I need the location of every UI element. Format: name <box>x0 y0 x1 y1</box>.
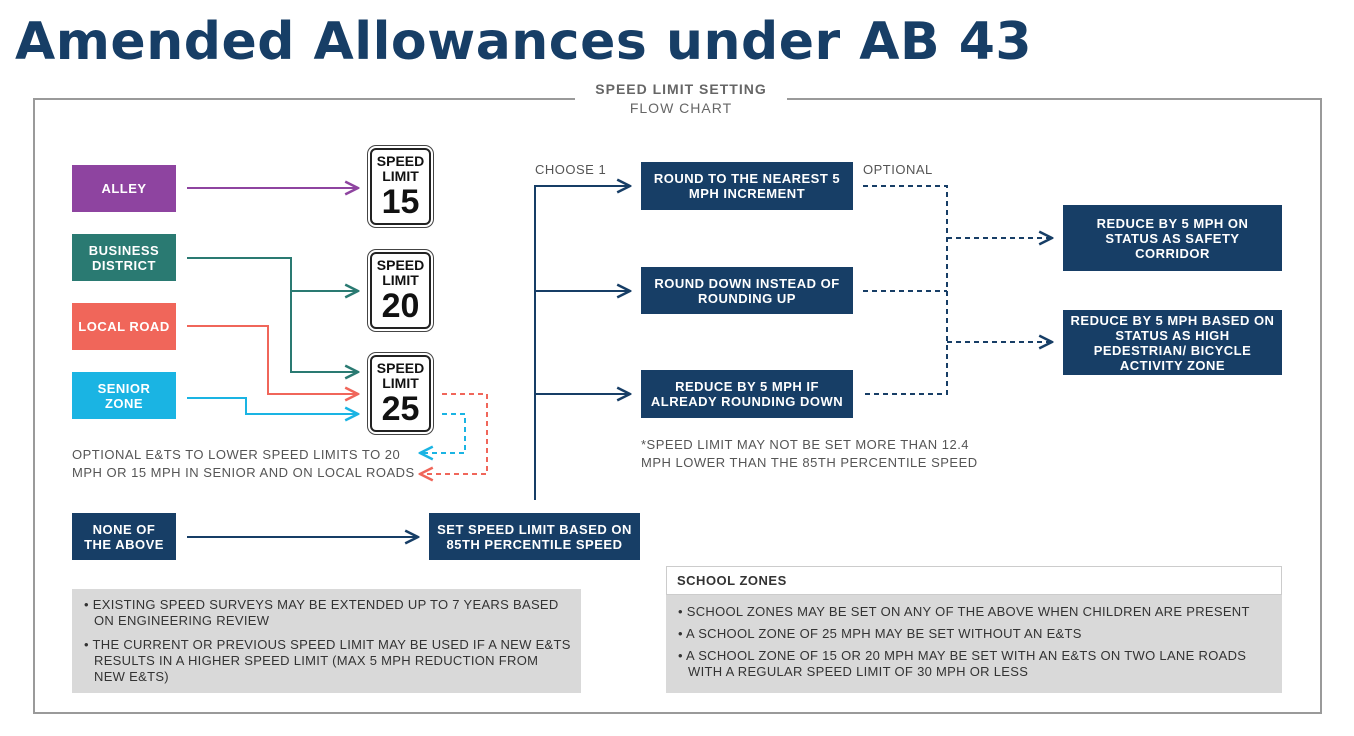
flowchart-title: SPEED LIMIT SETTING <box>595 81 767 97</box>
set-speed-limit-box: SET SPEED LIMIT BASED ON 85TH PERCENTILE… <box>429 513 640 560</box>
sign-text: SPEED <box>376 360 425 376</box>
school-zone-item: • SCHOOL ZONES MAY BE SET ON ANY OF THE … <box>678 604 1250 619</box>
category-senior-zone: SENIOR ZONE <box>72 372 176 419</box>
reduce-pedestrian-zone: REDUCE BY 5 MPH BASED ON STATUS AS HIGH … <box>1063 310 1282 375</box>
flowchart-subtitle: FLOW CHART <box>629 100 733 116</box>
school-zones-notes: • SCHOOL ZONES MAY BE SET ON ANY OF THE … <box>666 595 1282 693</box>
footnote-line: MPH LOWER THAN THE 85TH PERCENTILE SPEED <box>641 455 978 470</box>
note-line: MPH OR 15 MPH IN SENIOR AND ON LOCAL ROA… <box>72 465 415 480</box>
note-item: • THE CURRENT OR PREVIOUS SPEED LIMIT MA… <box>84 637 571 684</box>
choice-arrow-1 <box>534 186 630 500</box>
survey-notes: • EXISTING SPEED SURVEYS MAY BE EXTENDED… <box>72 589 581 693</box>
page-title: Amended Allowances under AB 43 <box>15 12 1033 72</box>
footnote-line: *SPEED LIMIT MAY NOT BE SET MORE THAN 12… <box>641 437 970 452</box>
none-of-the-above-box: NONE OF THE ABOVE <box>72 513 176 560</box>
footnote: *SPEED LIMIT MAY NOT BE SET MORE THAN 12… <box>641 436 978 472</box>
sign-text: LIMIT <box>382 272 419 288</box>
optional-connector <box>863 185 948 395</box>
school-zone-item: • A SCHOOL ZONE OF 25 MPH MAY BE SET WIT… <box>678 626 1082 641</box>
local-optional-arrow <box>420 393 488 474</box>
school-zones-title: SCHOOL ZONES <box>666 566 1282 595</box>
sign-value: 25 <box>381 390 420 428</box>
optional-ets-note: OPTIONAL E&TS TO LOWER SPEED LIMITS TO 2… <box>72 446 415 482</box>
category-alley: ALLEY <box>72 165 176 212</box>
senior-optional-arrow <box>420 413 466 453</box>
business-arrow-25 <box>187 257 358 372</box>
optional-label: OPTIONAL <box>863 162 933 177</box>
note-line: OPTIONAL E&TS TO LOWER SPEED LIMITS TO 2… <box>72 447 401 462</box>
choose-one-label: CHOOSE 1 <box>535 162 607 177</box>
flowchart-header: SPEED LIMIT SETTING FLOW CHART <box>575 80 787 118</box>
note-item: • EXISTING SPEED SURVEYS MAY BE EXTENDED… <box>84 597 559 628</box>
category-local-road: LOCAL ROAD <box>72 303 176 350</box>
category-business-district: BUSINESS DISTRICT <box>72 234 176 281</box>
sign-text: SPEED <box>376 257 425 273</box>
choice-round-down: ROUND DOWN INSTEAD OF ROUNDING UP <box>641 267 853 314</box>
senior-arrow <box>187 397 358 414</box>
sign-value: 15 <box>381 183 420 221</box>
local-arrow <box>187 325 358 394</box>
sign-value: 20 <box>381 287 420 325</box>
choice-reduce-5: REDUCE BY 5 MPH IF ALREADY ROUNDING DOWN <box>641 370 853 418</box>
sign-text: LIMIT <box>382 168 419 184</box>
reduce-safety-corridor: REDUCE BY 5 MPH ON STATUS AS SAFETY CORR… <box>1063 205 1282 271</box>
sign-text: SPEED <box>376 153 425 169</box>
sign-text: LIMIT <box>382 375 419 391</box>
school-zone-item: • A SCHOOL ZONE OF 15 OR 20 MPH MAY BE S… <box>678 648 1247 679</box>
choice-round-nearest: ROUND TO THE NEAREST 5 MPH INCREMENT <box>641 162 853 210</box>
